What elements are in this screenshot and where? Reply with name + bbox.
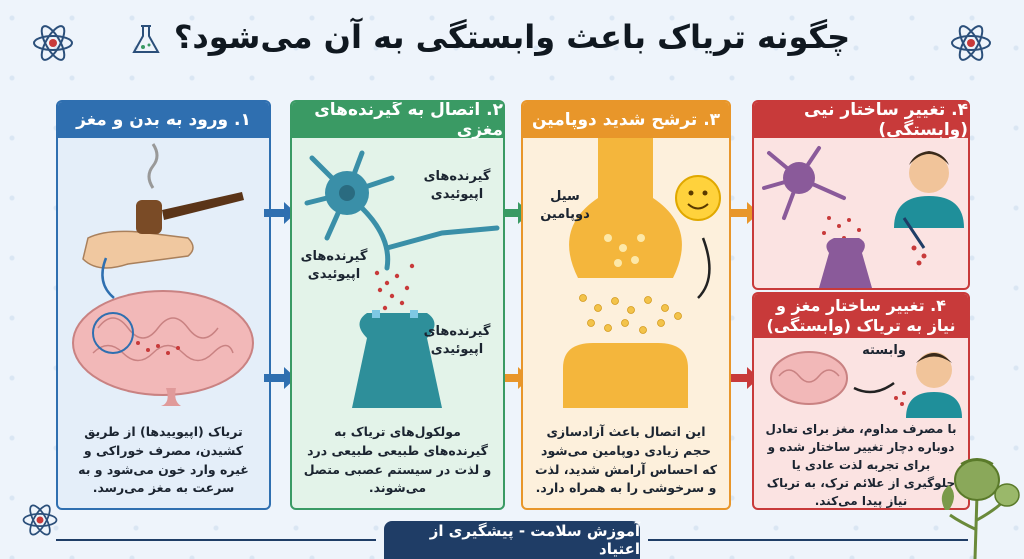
panel-entry-to-body: ۱. ورود به بدن و مغز تریاک (اپیوییدها) ا… xyxy=(56,100,271,510)
pipe-and-brain-illustration xyxy=(72,143,254,406)
person-icon xyxy=(909,153,949,193)
brain-icon xyxy=(72,290,254,396)
page-title: چگونه تریاک باعث وابستگی به آن می‌شود؟ xyxy=(173,18,851,56)
panel-caption: این اتصال باعث آزادسازی حجم زیادی دوپامی… xyxy=(534,424,718,496)
panel-heading: ۴. تغییر ساختار مغز و نیاز به تریاک (واب… xyxy=(754,294,968,338)
poppy-pod-icon xyxy=(941,458,1020,559)
panel-heading: ۴. تغییر ساختار نیی (وابستگی) xyxy=(754,102,968,140)
smoke-icon xyxy=(147,143,159,189)
pipe-icon xyxy=(136,200,162,234)
flow-arrow xyxy=(101,257,115,299)
receptor-label: گیرنده‌های اپیوئیدی xyxy=(423,324,491,357)
panel-heading: ۲. اتصال به گیرنده‌های مغزی xyxy=(292,102,503,140)
panel-caption: تریاک (اپیوییدها) از طریق کشیدن، مصرف خو… xyxy=(78,424,249,496)
zoom-circle xyxy=(92,312,134,354)
panel-heading: ۱. ورود به بدن و مغز xyxy=(58,102,269,138)
panel-dependence: ۴. تغییر ساختار مغز و نیاز به تریاک (واب… xyxy=(752,292,970,510)
panel-heading: ۳. ترشح شدید دوپامین xyxy=(523,102,729,138)
flask-icon xyxy=(132,25,160,53)
brain-and-person-illustration xyxy=(770,351,962,418)
postsynaptic-terminal-icon xyxy=(563,343,688,408)
neuron-body-icon xyxy=(783,162,815,194)
divider xyxy=(648,539,968,541)
flow-arrow xyxy=(697,237,711,299)
neuron-illustration xyxy=(304,150,500,408)
arrow-right-icon xyxy=(727,367,759,389)
dendrite-receptor-icon xyxy=(352,313,442,408)
dependent-label: وابسته xyxy=(862,343,906,358)
smiley-icon xyxy=(675,175,721,221)
panel-receptor-binding: ۲. اتصال به گیرنده‌های مغزی گیرنده‌های ا… xyxy=(290,100,505,510)
synapse-illustration xyxy=(563,138,721,408)
receptor-label: گیرنده‌های اپیوئیدی xyxy=(423,169,491,202)
atom-icon xyxy=(22,504,58,536)
atom-icon xyxy=(951,25,991,61)
panel-caption: مولکول‌های تریاک به گیرنده‌های طبیعی طبی… xyxy=(303,424,492,496)
divider xyxy=(56,539,376,541)
neuron-and-person-illustration xyxy=(762,146,964,288)
person-icon xyxy=(916,352,952,388)
panel-structure-change: ۴. تغییر ساختار نیی (وابستگی) xyxy=(752,100,970,290)
receptor-label: گیرنده‌های اپیوئیدی xyxy=(300,249,368,282)
presynaptic-terminal-icon xyxy=(569,138,682,278)
flow-arrow xyxy=(853,381,895,394)
brain-icon xyxy=(770,351,848,405)
panel-caption: با مصرف مداوم، مغز برای تعادل دوباره دچا… xyxy=(765,422,957,508)
arrow-right-icon xyxy=(727,202,759,224)
panel-dopamine-release: ۳. ترشح شدید دوپامین سیل دوپامین این اتص… xyxy=(521,100,731,510)
arrow-right-icon xyxy=(264,367,296,389)
dopamine-flood-label: سیل دوپامین xyxy=(540,189,590,222)
atom-icon xyxy=(33,25,73,61)
footer-banner: آموزش سلامت - پیشگیری از اعتیاد xyxy=(384,521,640,559)
hand-icon xyxy=(82,230,194,269)
arrow-right-icon xyxy=(264,202,296,224)
